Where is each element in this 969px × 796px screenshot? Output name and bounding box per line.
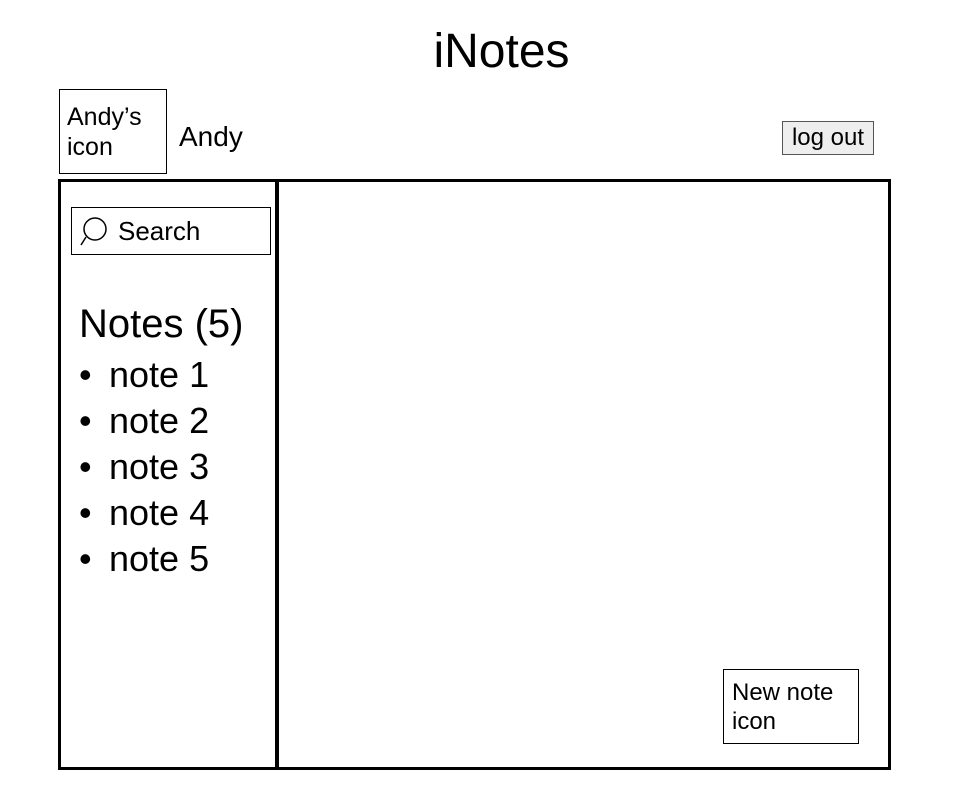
note-label: note 5 bbox=[109, 538, 210, 579]
search-input[interactable]: Search bbox=[71, 207, 271, 255]
note-item-3[interactable]: • note 3 bbox=[79, 444, 209, 490]
notes-list: • note 1 • note 2 • note 3 • note 4 • note 5 bbox=[79, 352, 209, 582]
note-item-5[interactable]: • note 5 bbox=[79, 536, 209, 582]
bullet: • bbox=[79, 538, 92, 579]
note-label: note 4 bbox=[109, 492, 210, 533]
search-placeholder: Search bbox=[118, 216, 201, 246]
note-item-4[interactable]: • note 4 bbox=[79, 490, 209, 536]
note-label: note 3 bbox=[109, 446, 210, 487]
avatar[interactable]: Andy’s icon bbox=[59, 89, 167, 174]
note-label: note 2 bbox=[109, 400, 210, 441]
bullet: • bbox=[79, 400, 92, 441]
note-label: note 1 bbox=[109, 354, 210, 395]
sidebar: Search Notes (5) • note 1 • note 2 • note 3… bbox=[61, 182, 279, 767]
user-name: Andy bbox=[179, 121, 243, 152]
note-item-1[interactable]: • note 1 bbox=[79, 352, 209, 398]
new-note-button[interactable]: New note icon bbox=[723, 669, 859, 744]
main-frame: Search Notes (5) • note 1 • note 2 • note 3… bbox=[58, 179, 891, 770]
search-icon bbox=[80, 217, 107, 246]
app-title: iNotes bbox=[433, 25, 570, 78]
logout-button[interactable]: log out bbox=[782, 121, 874, 155]
bullet: • bbox=[79, 354, 92, 395]
note-item-2[interactable]: • note 2 bbox=[79, 398, 209, 444]
note-editor[interactable]: New note icon bbox=[279, 182, 888, 767]
notes-heading: Notes (5) bbox=[79, 302, 244, 346]
bullet: • bbox=[79, 492, 92, 533]
bullet: • bbox=[79, 446, 92, 487]
